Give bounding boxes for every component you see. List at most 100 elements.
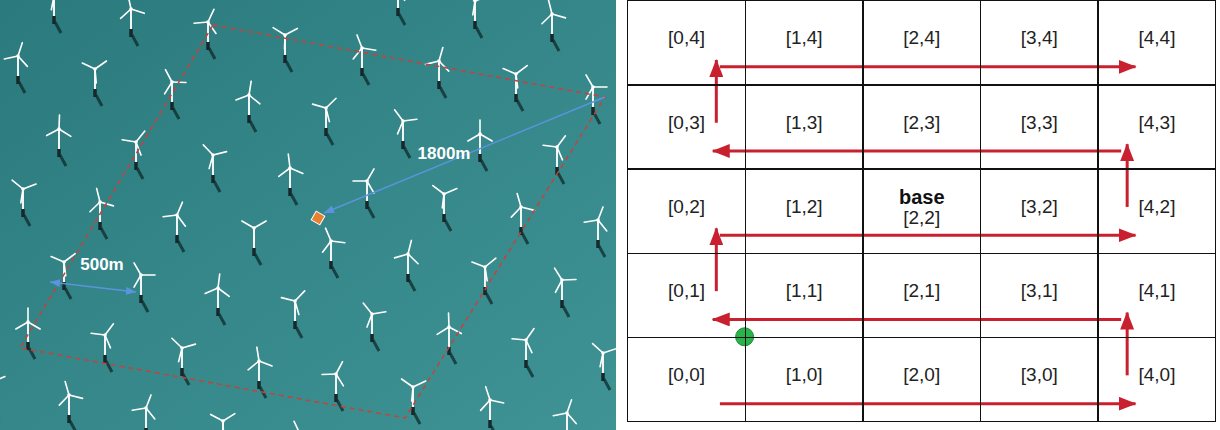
wind-turbine [433,186,457,231]
turbine-shadow [132,35,138,46]
turbine-blade [408,240,411,254]
turbine-base [252,248,256,256]
grid-cell: [2,1] [862,253,981,339]
turbine-base [67,415,71,423]
path-arrow [720,402,1136,405]
turbine-base [93,89,97,97]
cell-label: [4,4] [1138,28,1175,49]
wind-turbine [279,154,303,205]
cell-label: [4,1] [1138,281,1175,302]
turbine-blade [475,0,488,1]
turbine-blade [211,414,223,421]
turbine-blade [362,48,376,50]
turbine-hub [560,278,564,282]
cell-label: [0,1] [668,281,705,302]
turbine-hub [411,385,415,389]
turbine-blade [177,215,185,226]
turbine-blade [363,303,372,314]
grid-cell: [2,3] [862,84,981,170]
turbine-blade [146,395,151,408]
turbine-base [334,394,338,402]
path-arrow [715,228,718,291]
wind-turbine [425,48,448,98]
turbine-blade [213,152,227,155]
turbine-blade [336,374,343,386]
turbine-blade [253,228,255,242]
turbine-hub [67,393,71,397]
wind-turbine [323,228,345,278]
cell-label: [0,2] [668,197,705,218]
turbine-blade [295,301,299,314]
turbine-hub [283,33,287,37]
cell-label: [2,1] [903,281,940,302]
wind-turbine [163,202,185,252]
turbine-blade [562,279,576,281]
cell-label: [0,3] [668,113,705,134]
turbine-hub [206,20,210,24]
turbine-hub [406,252,410,256]
turbine-blade [248,361,259,370]
turbine-blade [18,43,22,56]
turbine-blade [132,408,146,410]
turbine-hub [488,398,492,402]
turbine-shadow [178,241,184,252]
wind-turbine [205,274,229,325]
turbine-base [411,407,415,415]
turbine-blade [517,194,521,207]
wind-turbine [553,400,576,430]
turbine-blade [16,322,28,329]
turbine-shadow [70,421,76,430]
turbine-hub [175,213,179,217]
turbine-blade [209,155,213,168]
turbine-shadow [55,22,61,33]
turbine-hub [473,0,477,3]
turbine-shadow [327,134,333,145]
turbine-shadow [445,220,451,231]
turbine-base [293,321,297,329]
turbine-hub [221,419,225,423]
grid-cell: base[2,2] [862,168,981,254]
wind-turbine [512,329,534,377]
wind-turbine [281,291,304,338]
turbine-hub [519,205,523,209]
turbine-blade [27,308,29,322]
wind-turbine [481,387,504,430]
turbine-blade [51,0,54,10]
turbine-hub [21,187,25,191]
turbine-blade [122,140,136,142]
turbine-shadow [563,306,569,317]
turbine-hub [550,12,554,16]
turbine-shadow [214,181,220,192]
turbine-blade [285,28,297,35]
turbine-shadow [450,353,456,364]
turbine-blade [480,134,492,141]
turbine-hub [514,72,518,76]
turbine-shadow [183,374,189,385]
turbine-shadow [209,48,215,59]
turbine-blade [326,98,336,108]
turbine-blade [59,395,69,405]
turbine-blade [331,241,345,243]
sea-background [0,0,616,430]
grid-cell: [4,4] [1097,0,1216,86]
wind-turbine [59,382,82,430]
turbine-hub [288,166,292,170]
turbine-blade [490,400,504,403]
turbine-base [288,188,292,196]
turbine-shadow [101,228,107,239]
grid-cell: [1,1] [745,253,864,339]
path-arrow [720,65,1136,68]
turbine-blade [603,349,616,353]
turbine-hub [555,145,559,149]
turbine-blade [486,387,490,400]
turbine-hub [334,372,338,376]
turbine-blade [600,353,603,367]
wind-turbine [122,131,145,179]
turbine-hub [565,411,569,415]
turbine-blade [18,56,27,66]
turbine-blade [281,298,295,301]
turbine-shadow [368,207,374,218]
